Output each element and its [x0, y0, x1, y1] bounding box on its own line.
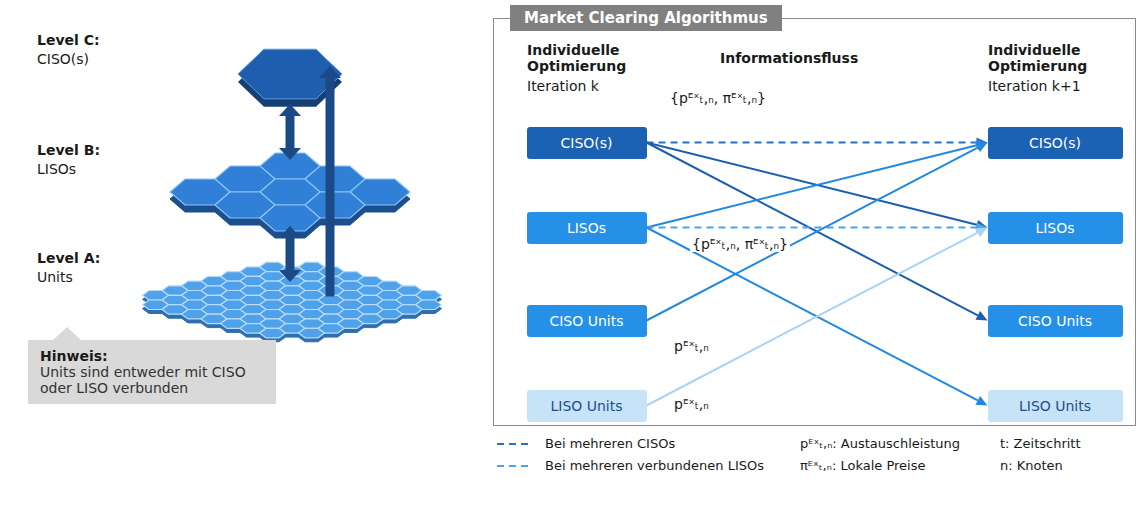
label-text: CISO(s) — [37, 51, 89, 67]
label-text: Informationsfluss — [720, 50, 858, 66]
process-box: LISOs — [527, 212, 647, 244]
box-label: LISO Units — [550, 398, 622, 414]
edge-label: {pᴱˣₜ,ₙ, πᴱˣₜ,ₙ} — [690, 236, 790, 252]
label-text: n: Knoten — [1000, 458, 1063, 473]
label-text: LISOs — [37, 161, 76, 177]
unit-hex-field — [143, 262, 442, 342]
box-label: CISO(s) — [1029, 135, 1081, 151]
label-text: Level A: — [37, 250, 100, 266]
label-text: Iteration k+1 — [988, 78, 1081, 94]
process-box: CISO(s) — [988, 127, 1123, 159]
legend-row: Bei mehreren CISOs — [497, 436, 675, 451]
label-text: t: Zeitschritt — [1000, 436, 1081, 451]
process-box: LISOs — [988, 212, 1123, 244]
process-box: CISO(s) — [527, 127, 647, 159]
label-text: Level B: — [37, 142, 100, 158]
legend-line-sample — [497, 461, 531, 471]
box-label: CISO(s) — [560, 135, 612, 151]
label-text: Units — [37, 269, 73, 285]
connector — [647, 228, 988, 406]
legend-line-sample — [497, 439, 531, 449]
box-label: CISO Units — [1018, 313, 1092, 329]
note-box: Hinweis:Units sind entweder mit CISO ode… — [28, 340, 276, 404]
label-text: pᴱˣₜ,ₙ: Austauschleistung — [800, 436, 960, 451]
edge-label: {pᴱˣₜ,ₙ, πᴱˣₜ,ₙ} — [668, 90, 768, 106]
process-box: CISO Units — [988, 305, 1123, 337]
label-text: Individuelle Optimierung — [988, 42, 1118, 74]
legend-row: Bei mehreren verbundenen LISOs — [497, 458, 764, 473]
legend-text: Bei mehreren verbundenen LISOs — [545, 458, 764, 473]
double-arrow — [279, 104, 301, 160]
note-heading: Hinweis: — [40, 348, 264, 364]
box-label: LISO Units — [1019, 398, 1091, 414]
label-text: Level C: — [37, 32, 100, 48]
connector — [647, 138, 988, 148]
edge-label: pᴱˣₜ,ₙ — [672, 396, 711, 412]
double-arrow — [279, 226, 301, 282]
label-text: πᴱˣₜ,ₙ: Lokale Preise — [800, 458, 925, 473]
liso-hex-cluster — [170, 153, 410, 238]
edge-label: pᴱˣₜ,ₙ — [672, 338, 711, 354]
panel-title-tab: Market Clearing Algorithmus — [510, 5, 782, 31]
algorithm-panel: Market Clearing AlgorithmusCISO(s)LISOsC… — [493, 18, 1136, 426]
process-box: LISO Units — [527, 390, 647, 422]
connector — [647, 140, 988, 227]
legend-text: Bei mehreren CISOs — [545, 436, 675, 451]
long-arrow — [319, 66, 341, 297]
label-text: Iteration k — [527, 78, 599, 94]
note-pointer — [52, 327, 82, 341]
connector — [647, 228, 988, 406]
process-box: CISO Units — [527, 305, 647, 337]
connector — [647, 143, 988, 230]
connector — [647, 143, 988, 321]
label-text: Individuelle Optimierung — [527, 42, 647, 74]
box-label: LISOs — [567, 220, 606, 236]
box-label: LISOs — [1035, 220, 1074, 236]
note-body: Units sind entweder mit CISO oder LISO v… — [40, 364, 264, 396]
connector — [647, 143, 988, 321]
box-label: CISO Units — [549, 313, 623, 329]
process-box: LISO Units — [988, 390, 1123, 422]
